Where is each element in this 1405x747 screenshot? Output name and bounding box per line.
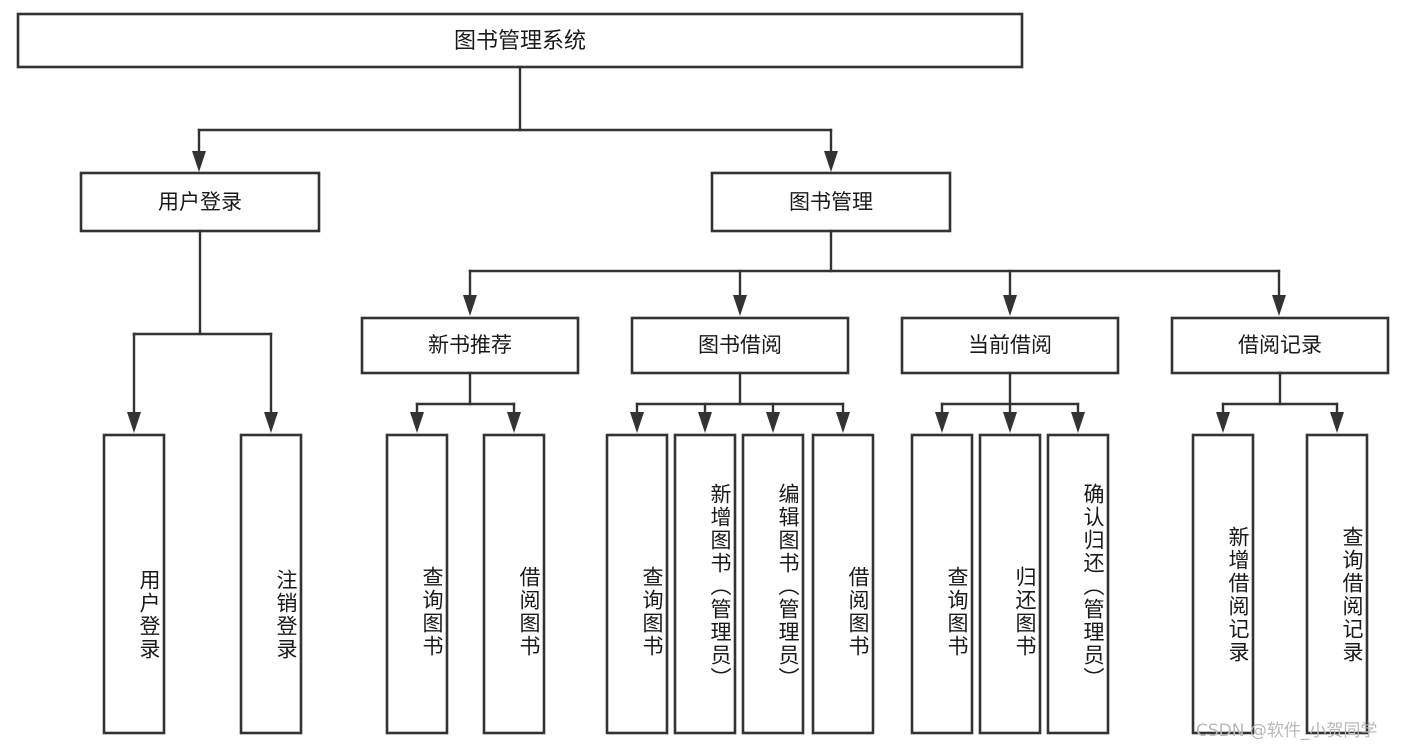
arrow-head-bb-leaf-1 — [630, 412, 644, 433]
book-borrow-label: 图书借阅 — [698, 333, 782, 357]
leaf-box-user-login[interactable] — [102, 433, 166, 735]
node-user-login[interactable]: 用户登录 — [79, 171, 321, 233]
book-manage-box[interactable] — [710, 171, 952, 233]
connector-user-login-to-leaves — [127, 229, 278, 433]
node-book-manage[interactable]: 图书管理 — [710, 171, 952, 233]
leaf-box-cb-query-book[interactable] — [910, 433, 974, 735]
arrow-head-br-leaf-2 — [1330, 412, 1344, 433]
arrow-head-user-login — [192, 151, 206, 172]
new-book-recommend-box[interactable] — [360, 316, 580, 375]
arrow-head-nbr-leaf-1 — [410, 412, 424, 433]
node-current-borrow[interactable]: 当前借阅 — [900, 316, 1120, 375]
arrow-head-borrow-record — [1272, 295, 1286, 316]
leaf-box-cb-confirm-return[interactable] — [1046, 433, 1110, 735]
new-book-recommend-label: 新书推荐 — [428, 333, 512, 357]
leaf-box-nbr-query-book[interactable] — [385, 433, 449, 735]
current-borrow-label: 当前借阅 — [968, 333, 1052, 357]
arrow-head-current-borrow — [1003, 295, 1017, 316]
arrow-head-bb-leaf-3 — [766, 412, 780, 433]
leaf-box-br-add-record[interactable] — [1191, 433, 1255, 735]
arrow-head-cb-leaf-1 — [935, 412, 949, 433]
leaf-box-bb-add-book[interactable] — [673, 433, 737, 735]
borrow-record-label: 借阅记录 — [1238, 333, 1322, 357]
leaf-box-cb-return-book[interactable] — [978, 433, 1042, 735]
book-borrow-box[interactable] — [630, 316, 850, 375]
current-borrow-box[interactable] — [900, 316, 1120, 375]
connector-borrow-record-to-leaves — [1216, 371, 1344, 433]
arrow-head-book-manage — [824, 151, 838, 172]
arrow-head-br-leaf-1 — [1216, 412, 1230, 433]
root-label: 图书管理系统 — [454, 29, 586, 54]
user-login-label: 用户登录 — [158, 190, 242, 214]
leaf-box-bb-query-book[interactable] — [605, 433, 669, 735]
arrow-head-bb-leaf-4 — [836, 412, 850, 433]
arrow-head-nbr-leaf-2 — [507, 412, 521, 433]
arrow-head-leaf-user-login — [127, 412, 141, 433]
node-borrow-record[interactable]: 借阅记录 — [1170, 316, 1390, 375]
leaf-box-logout[interactable] — [239, 433, 303, 735]
leaf-box-bb-edit-book[interactable] — [741, 433, 805, 735]
node-book-borrow[interactable]: 图书借阅 — [630, 316, 850, 375]
book-manage-label: 图书管理 — [789, 190, 873, 214]
connector-root-to-level1 — [192, 65, 838, 172]
root-box[interactable] — [16, 12, 1024, 69]
arrow-head-cb-leaf-2 — [1003, 412, 1017, 433]
connector-book-borrow-to-leaves — [630, 371, 850, 433]
leaf-box-br-query-record[interactable] — [1305, 433, 1369, 735]
arrow-head-leaf-logout — [264, 412, 278, 433]
borrow-record-box[interactable] — [1170, 316, 1390, 375]
connector-current-borrow-to-leaves — [935, 371, 1085, 433]
connector-book-manage-to-level2 — [463, 229, 1286, 316]
arrow-head-cb-leaf-3 — [1071, 412, 1085, 433]
arrow-head-new-book-recommend — [463, 295, 477, 316]
node-new-book-recommend[interactable]: 新书推荐 — [360, 316, 580, 375]
leaf-box-bb-borrow-book[interactable] — [811, 433, 875, 735]
node-root[interactable]: 图书管理系统 — [16, 12, 1024, 69]
arrow-head-book-borrow — [733, 295, 747, 316]
arrow-head-bb-leaf-2 — [698, 412, 712, 433]
connector-new-book-recommend-to-leaves — [410, 371, 521, 433]
leaf-box-nbr-borrow-book[interactable] — [482, 433, 546, 735]
